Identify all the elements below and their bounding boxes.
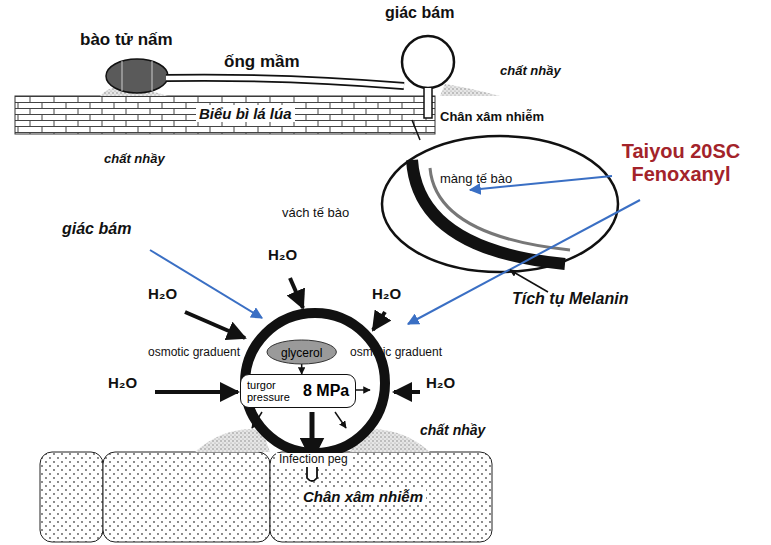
part-label: chất nhầy bbox=[104, 152, 165, 167]
turgor-box: turgor pressure8 MPa bbox=[240, 374, 356, 408]
pressure-value: 8 MPa bbox=[303, 382, 349, 400]
glycerol-ellipse: glycerol bbox=[267, 340, 336, 364]
part-label: Tích tụ Melanin bbox=[512, 290, 628, 308]
part-label: osmotic graduent bbox=[148, 346, 240, 360]
part-label: chất nhầy bbox=[500, 64, 561, 79]
part-label: Infection peg bbox=[276, 453, 351, 467]
part-label: H₂O bbox=[372, 285, 401, 302]
part-label: Chân xâm nhiễm bbox=[440, 110, 544, 125]
part-label: giác bám bbox=[385, 4, 454, 22]
part-label: vách tế bào bbox=[282, 206, 349, 221]
part-label: giác bám bbox=[62, 220, 131, 238]
flow-arrow bbox=[301, 364, 303, 374]
part-label: H₂O bbox=[426, 374, 455, 391]
node-text: glycerol bbox=[281, 346, 322, 360]
part-label: ống mầm bbox=[224, 52, 300, 72]
part-label: Biểu bì lá lúa bbox=[196, 105, 295, 122]
part-label: H₂O bbox=[148, 285, 177, 302]
node-text: turgor pressure bbox=[247, 379, 299, 403]
part-label: osmotic graduent bbox=[350, 346, 442, 360]
part-label: chất nhầy bbox=[420, 422, 485, 438]
part-label: bào tử nấm bbox=[80, 30, 173, 50]
product-name: Taiyou 20SC Fenoxanyl bbox=[606, 140, 756, 186]
part-label: H₂O bbox=[268, 246, 297, 263]
part-label: màng tế bào bbox=[440, 172, 512, 187]
part-label: H₂O bbox=[108, 374, 137, 391]
part-label: Chân xâm nhiễm bbox=[300, 488, 426, 505]
